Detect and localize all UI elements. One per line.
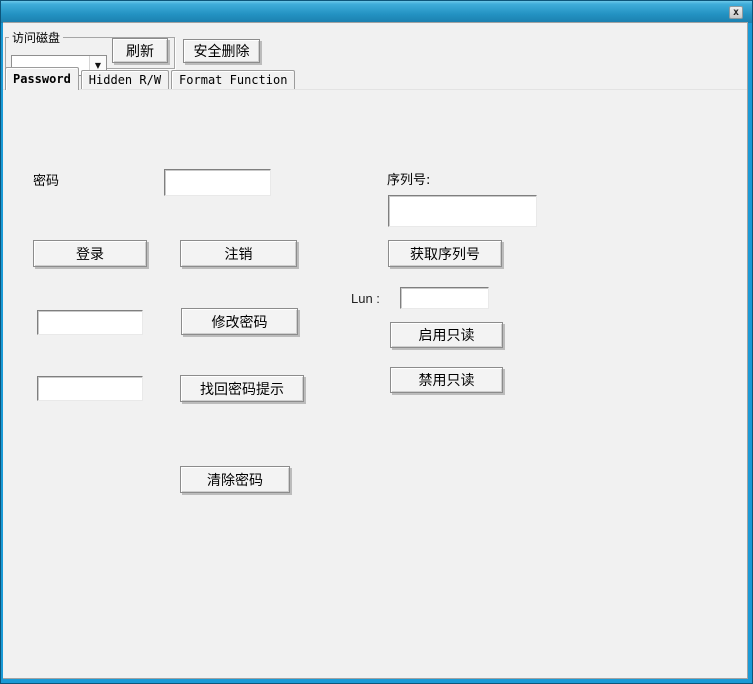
access-disk-group-title: 访问磁盘 — [12, 31, 61, 45]
logout-button[interactable]: 注销 — [180, 240, 297, 267]
refresh-button[interactable]: 刷新 — [112, 38, 168, 63]
serial-number-input[interactable] — [388, 195, 537, 227]
titlebar: x — [1, 1, 752, 23]
serial-number-label: 序列号: — [387, 173, 431, 188]
tab-page-border — [3, 89, 747, 90]
new-password-input[interactable] — [37, 310, 143, 335]
client-area: 访问磁盘 ▼ 刷新 安全删除 Password Hidden R/W Forma… — [3, 22, 748, 679]
tab-hidden-rw[interactable]: Hidden R/W — [80, 70, 170, 90]
password-label: 密码 — [33, 174, 60, 189]
login-button[interactable]: 登录 — [33, 240, 147, 267]
enable-readonly-button[interactable]: 启用只读 — [390, 322, 503, 348]
lun-label: Lun : — [351, 291, 380, 306]
lun-input[interactable] — [400, 287, 489, 309]
disable-readonly-button[interactable]: 禁用只读 — [390, 367, 503, 393]
retrieve-hint-button[interactable]: 找回密码提示 — [180, 375, 304, 402]
close-icon[interactable]: x — [729, 6, 743, 19]
safe-remove-button[interactable]: 安全删除 — [183, 39, 260, 63]
password-input[interactable] — [164, 169, 271, 196]
clear-password-button[interactable]: 清除密码 — [180, 466, 290, 493]
password-hint-input[interactable] — [37, 376, 143, 401]
change-password-button[interactable]: 修改密码 — [181, 308, 298, 335]
tab-password[interactable]: Password — [5, 67, 79, 90]
tab-format-function[interactable]: Format Function — [171, 70, 296, 90]
tabstrip: Password Hidden R/W Format Function — [5, 67, 297, 90]
get-serial-button[interactable]: 获取序列号 — [388, 240, 502, 267]
